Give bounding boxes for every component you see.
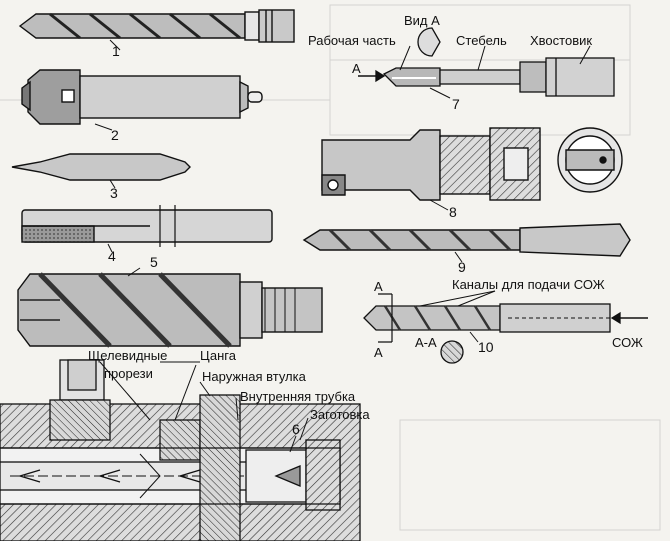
tool-3-center-drill (11, 153, 191, 189)
tool-4-reamer (21, 205, 273, 253)
label-workpiece: Заготовка (310, 407, 370, 422)
tool-number-6: 6 (292, 421, 300, 437)
tool-2-crown-drill (21, 69, 263, 131)
label-collet: Цанга (200, 348, 236, 363)
tool-number-3: 3 (110, 185, 118, 201)
tool-9-long-drill (302, 223, 631, 263)
tool-number-5: 5 (150, 254, 158, 270)
label-arrow-a: А (352, 61, 361, 76)
tool-number-9: 9 (458, 259, 466, 275)
tool-number-1: 1 (112, 43, 120, 59)
tool-number-4: 4 (108, 248, 116, 264)
label-section-a-top: А (374, 279, 383, 294)
leader-lines (399, 45, 591, 307)
label-coolant: СОЖ (612, 335, 643, 350)
label-working-part: Рабочая часть (308, 33, 396, 48)
label-inner-tube: Внутренняя трубка (240, 389, 356, 404)
label-slots-line1: Щелевидные (88, 348, 168, 363)
label-outer-sleeve: Наружная втулка (202, 369, 306, 384)
tool-7-gun-drill (358, 27, 615, 99)
tool-number-10: 10 (478, 339, 494, 355)
tool-8-indexable-drill (321, 127, 623, 211)
label-shank: Хвостовик (530, 33, 593, 48)
tool-10-coolant-drill (363, 293, 648, 364)
label-vid-a: Вид А (404, 13, 440, 28)
assembly-section (0, 359, 361, 541)
label-section-a-bottom: А (374, 345, 383, 360)
tool-1-twist-drill (18, 9, 295, 51)
label-section-aa: А-А (415, 335, 437, 350)
label-stem: Стебель (456, 33, 507, 48)
tool-number-8: 8 (449, 204, 457, 220)
tool-number-7: 7 (452, 96, 460, 112)
tool-5-core-drill (17, 267, 323, 348)
label-coolant-channels: Каналы для подачи СОЖ (452, 277, 605, 292)
label-slots-line2: прорези (104, 366, 153, 381)
tool-number-2: 2 (111, 127, 119, 143)
